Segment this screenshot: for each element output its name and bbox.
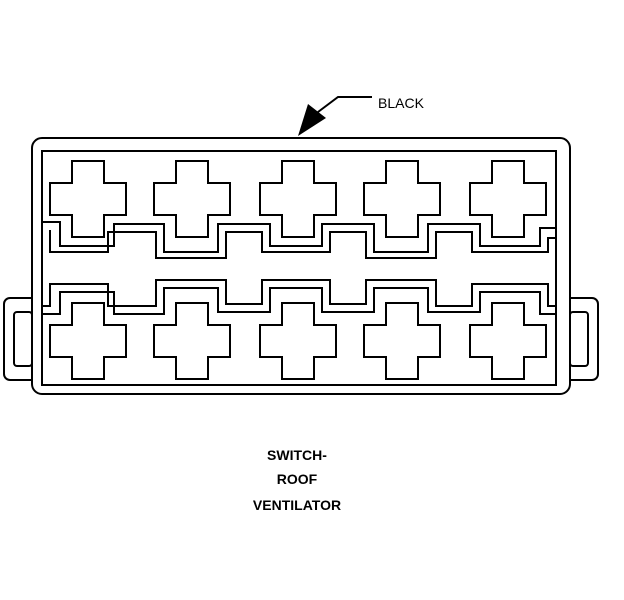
- connector-caption: SWITCH- ROOF VENTILATOR: [253, 447, 341, 513]
- upper-rib-inner: [49, 230, 556, 259]
- terminal-cavity: [363, 160, 441, 238]
- lower-rib-inner: [42, 287, 556, 315]
- leader-line: [317, 96, 372, 113]
- terminal-cavity: [49, 302, 127, 380]
- terminal-cavity: [153, 160, 231, 238]
- terminal-cavities: [49, 160, 547, 380]
- upper-rib-outer: [42, 221, 556, 253]
- lower-rib-outer: [42, 279, 556, 307]
- terminal-cavity: [259, 302, 337, 380]
- color-label: BLACK: [378, 95, 425, 111]
- left-latch-slot: [13, 311, 33, 367]
- terminal-cavity: [469, 302, 547, 380]
- color-callout: BLACK: [298, 95, 425, 136]
- leader-arrowhead: [298, 104, 326, 136]
- housing-inner-wall: [41, 150, 557, 386]
- caption-line-3: VENTILATOR: [253, 497, 341, 513]
- terminal-cavity: [363, 302, 441, 380]
- terminal-cavity: [469, 160, 547, 238]
- right-latch-slot: [569, 311, 589, 367]
- caption-line-1: SWITCH-: [267, 447, 327, 463]
- caption-line-2: ROOF: [277, 471, 318, 487]
- terminal-cavity: [153, 302, 231, 380]
- terminal-cavity: [259, 160, 337, 238]
- terminal-cavity: [49, 160, 127, 238]
